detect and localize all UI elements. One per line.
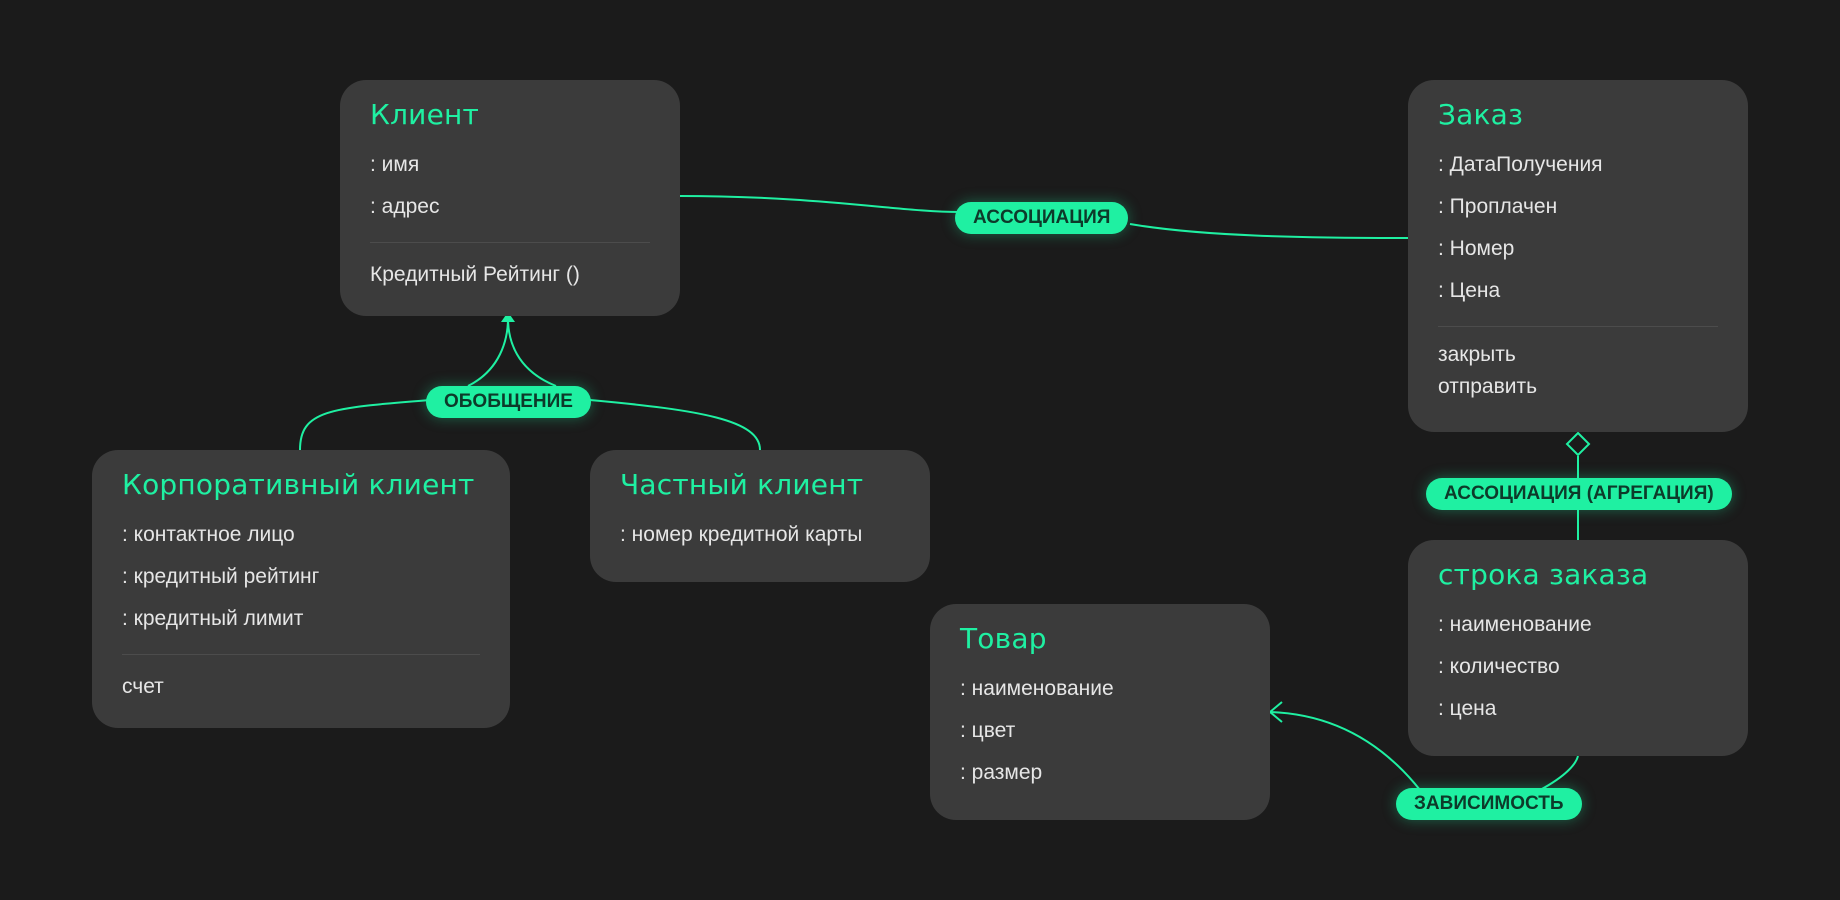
generalization-line-up-left	[467, 317, 509, 387]
attribute: : Проплачен	[1438, 194, 1558, 218]
method-list: Кредитный Рейтинг ()	[370, 255, 650, 295]
class-order-line[interactable]: строка заказа : наименование : количеств…	[1408, 540, 1748, 756]
class-title: Клиент	[370, 98, 480, 131]
class-title: Корпоративный клиент	[122, 468, 475, 501]
generalization-line-right	[589, 399, 761, 451]
attribute: : Номер	[1438, 236, 1515, 260]
generalization-arrowhead	[501, 312, 515, 322]
method: закрыть	[1438, 342, 1516, 366]
class-order[interactable]: Заказ : ДатаПолучения : Проплачен : Номе…	[1408, 80, 1748, 432]
attribute-list: : номер кредитной карты	[620, 514, 900, 556]
attribute-list: : наименование : количество : цена	[1438, 604, 1718, 730]
method: отправить	[1438, 374, 1538, 398]
attribute: : цена	[1438, 696, 1497, 720]
class-title: строка заказа	[1438, 558, 1649, 591]
attribute: : ДатаПолучения	[1438, 152, 1603, 176]
attribute: : цвет	[960, 718, 1016, 742]
dependency-line	[1269, 711, 1579, 791]
method-list: счет	[122, 667, 480, 707]
attribute-list: : имя : адрес	[370, 144, 650, 228]
method: счет	[122, 674, 164, 698]
attribute: : наименование	[960, 676, 1114, 700]
attribute: : Цена	[1438, 278, 1501, 302]
attribute-list: : ДатаПолучения : Проплачен : Номер : Це…	[1438, 144, 1718, 312]
attribute: : кредитный рейтинг	[122, 564, 320, 588]
method: Кредитный Рейтинг ()	[370, 262, 580, 286]
generalization-line-up-right	[507, 317, 557, 387]
class-title: Частный клиент	[620, 468, 864, 501]
class-product[interactable]: Товар : наименование : цвет : размер	[930, 604, 1270, 820]
aggregation-diamond	[1565, 431, 1591, 457]
class-title: Товар	[960, 622, 1047, 655]
attribute: : наименование	[1438, 612, 1592, 636]
attribute: : контактное лицо	[122, 522, 295, 546]
section-divider	[122, 653, 480, 655]
attribute: : кредитный лимит	[122, 606, 304, 630]
section-divider	[370, 241, 650, 243]
association-label: АССОЦИАЦИЯ	[955, 202, 1129, 234]
association-line	[679, 195, 1409, 239]
attribute-list: : контактное лицо : кредитный рейтинг : …	[122, 514, 480, 640]
attribute: : номер кредитной карты	[620, 522, 863, 546]
dependency-arrowhead	[1268, 701, 1283, 723]
generalization-line-left	[299, 399, 431, 451]
method-list: закрыть отправить	[1438, 339, 1718, 403]
class-private-client[interactable]: Частный клиент : номер кредитной карты	[590, 450, 930, 582]
attribute-list: : наименование : цвет : размер	[960, 668, 1240, 794]
dependency-label: ЗАВИСИМОСТЬ	[1396, 788, 1582, 820]
attribute: : количество	[1438, 654, 1560, 678]
generalization-label: ОБОБЩЕНИЕ	[426, 386, 591, 418]
section-divider	[1438, 325, 1718, 327]
class-title: Заказ	[1438, 98, 1524, 131]
class-client[interactable]: Клиент : имя : адрес Кредитный Рейтинг (…	[340, 80, 680, 316]
attribute: : размер	[960, 760, 1043, 784]
attribute: : адрес	[370, 194, 440, 218]
aggregation-label: АССОЦИАЦИЯ (АГРЕГАЦИЯ)	[1426, 478, 1732, 510]
attribute: : имя	[370, 152, 420, 176]
class-corporate-client[interactable]: Корпоративный клиент : контактное лицо :…	[92, 450, 510, 728]
